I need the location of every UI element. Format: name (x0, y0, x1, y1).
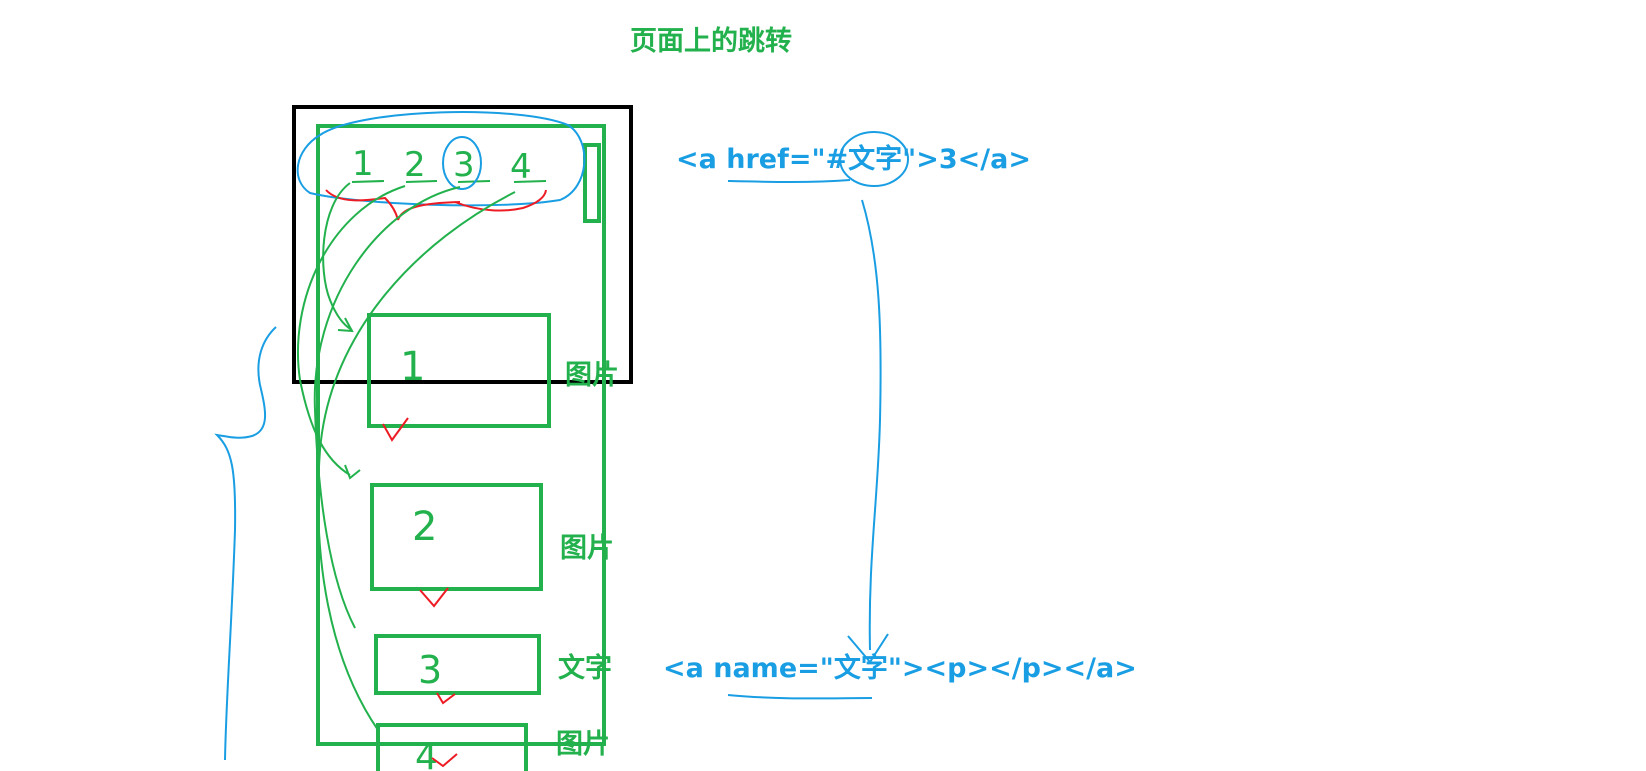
nav-number-3: 3 (453, 145, 475, 185)
nav-number-2: 2 (404, 145, 426, 185)
href-target-circle (839, 131, 909, 187)
block-label-3: 文字 (558, 652, 612, 684)
block-number-1: 1 (400, 344, 425, 390)
block-number-4: 4 (415, 737, 438, 771)
block-number-3: 3 (418, 648, 442, 692)
page-outline (316, 124, 606, 746)
jump-curves (296, 182, 516, 731)
nav-highlight-oval (296, 111, 586, 207)
block-label-4: 图片 (556, 729, 610, 760)
block-label-1: 图片 (565, 360, 619, 391)
nav-3-highlight-circle (442, 136, 482, 190)
content-block-4 (376, 723, 528, 771)
code-href-text: <a href="#文字">3</a> (676, 143, 1031, 175)
browser-viewport-frame (292, 105, 633, 384)
left-blue-brace (214, 326, 277, 761)
nav-number-1: 1 (352, 144, 374, 184)
block-number-2: 2 (412, 504, 437, 550)
scrollbar-thumb (583, 143, 601, 223)
nav-number-4: 4 (510, 147, 532, 187)
href-to-name-arrow (847, 199, 889, 664)
code-name-underline (727, 694, 873, 700)
code-href-underline (727, 179, 851, 183)
block-red-checks (382, 417, 458, 768)
content-block-3 (374, 634, 541, 695)
nav-underlines (351, 180, 547, 183)
code-name-text: <a name="文字"><p></p></a> (663, 652, 1137, 684)
block-label-2: 图片 (560, 533, 614, 564)
content-block-1 (367, 313, 551, 428)
page-title: 页面上的跳转 (630, 25, 792, 57)
content-block-2 (370, 483, 543, 591)
